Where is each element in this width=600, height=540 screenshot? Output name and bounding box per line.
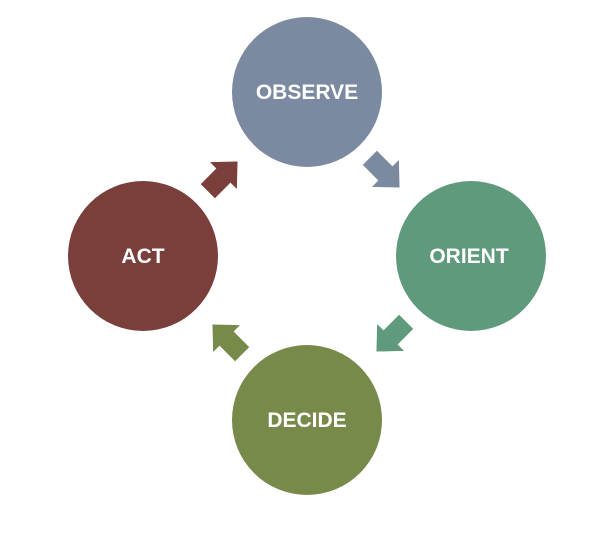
arrow-icon	[212, 324, 250, 362]
node-observe: OBSERVE	[232, 17, 382, 167]
arrow-icon	[376, 314, 414, 352]
node-act: ACT	[68, 181, 218, 331]
node-label: ACT	[121, 245, 164, 268]
arrow-act-to-observe	[200, 161, 238, 199]
node-label: OBSERVE	[256, 81, 358, 104]
arrow-observe-to-orient	[362, 150, 400, 188]
arrow-orient-to-decide	[376, 314, 414, 352]
arrow-icon	[362, 150, 400, 188]
arrow-icon	[200, 161, 238, 199]
node-decide: DECIDE	[232, 345, 382, 495]
node-label: DECIDE	[267, 409, 346, 432]
node-orient: ORIENT	[396, 181, 546, 331]
arrow-decide-to-act	[212, 324, 250, 362]
node-label: ORIENT	[429, 245, 509, 268]
